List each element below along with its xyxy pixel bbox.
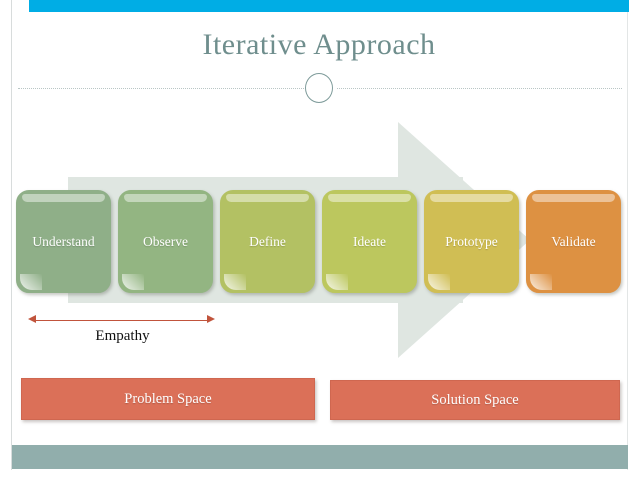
empathy-label: Empathy [95,328,150,344]
process-step-label: Observe [143,233,188,249]
circle-ornament-icon [305,73,333,103]
step-gloss [430,194,513,202]
step-corner-highlight [20,274,42,290]
process-step-label: Ideate [353,233,386,249]
top-accent-bar [29,0,629,12]
empathy-arrow-right-head-icon [207,315,215,323]
process-step-understand[interactable]: Understand [16,190,111,293]
problem-space-bar[interactable]: Problem Space [21,378,315,420]
bottom-accent-band [12,445,628,469]
step-gloss [22,194,105,202]
step-corner-highlight [326,274,348,290]
process-step-label: Validate [551,233,596,249]
empathy-arrow-line [34,320,211,321]
step-gloss [124,194,207,202]
process-step-validate[interactable]: Validate [526,190,621,293]
step-corner-highlight [224,274,246,290]
process-step-prototype[interactable]: Prototype [424,190,519,293]
step-gloss [532,194,615,202]
process-step-label: Understand [32,233,95,249]
step-gloss [328,194,411,202]
step-corner-highlight [530,274,552,290]
title-rule-right [337,88,622,89]
step-corner-highlight [428,274,450,290]
process-step-define[interactable]: Define [220,190,315,293]
solution-space-bar[interactable]: Solution Space [330,380,620,420]
step-corner-highlight [122,274,144,290]
process-step-label: Define [249,233,286,249]
process-step-ideate[interactable]: Ideate [322,190,417,293]
process-step-observe[interactable]: Observe [118,190,213,293]
step-gloss [226,194,309,202]
solution-space-label: Solution Space [431,391,519,408]
problem-space-label: Problem Space [124,390,212,407]
empathy-arrow-left-head-icon [28,315,36,323]
page-title: Iterative Approach [202,28,436,61]
process-step-label: Prototype [445,233,498,249]
title-rule-left [18,88,304,89]
